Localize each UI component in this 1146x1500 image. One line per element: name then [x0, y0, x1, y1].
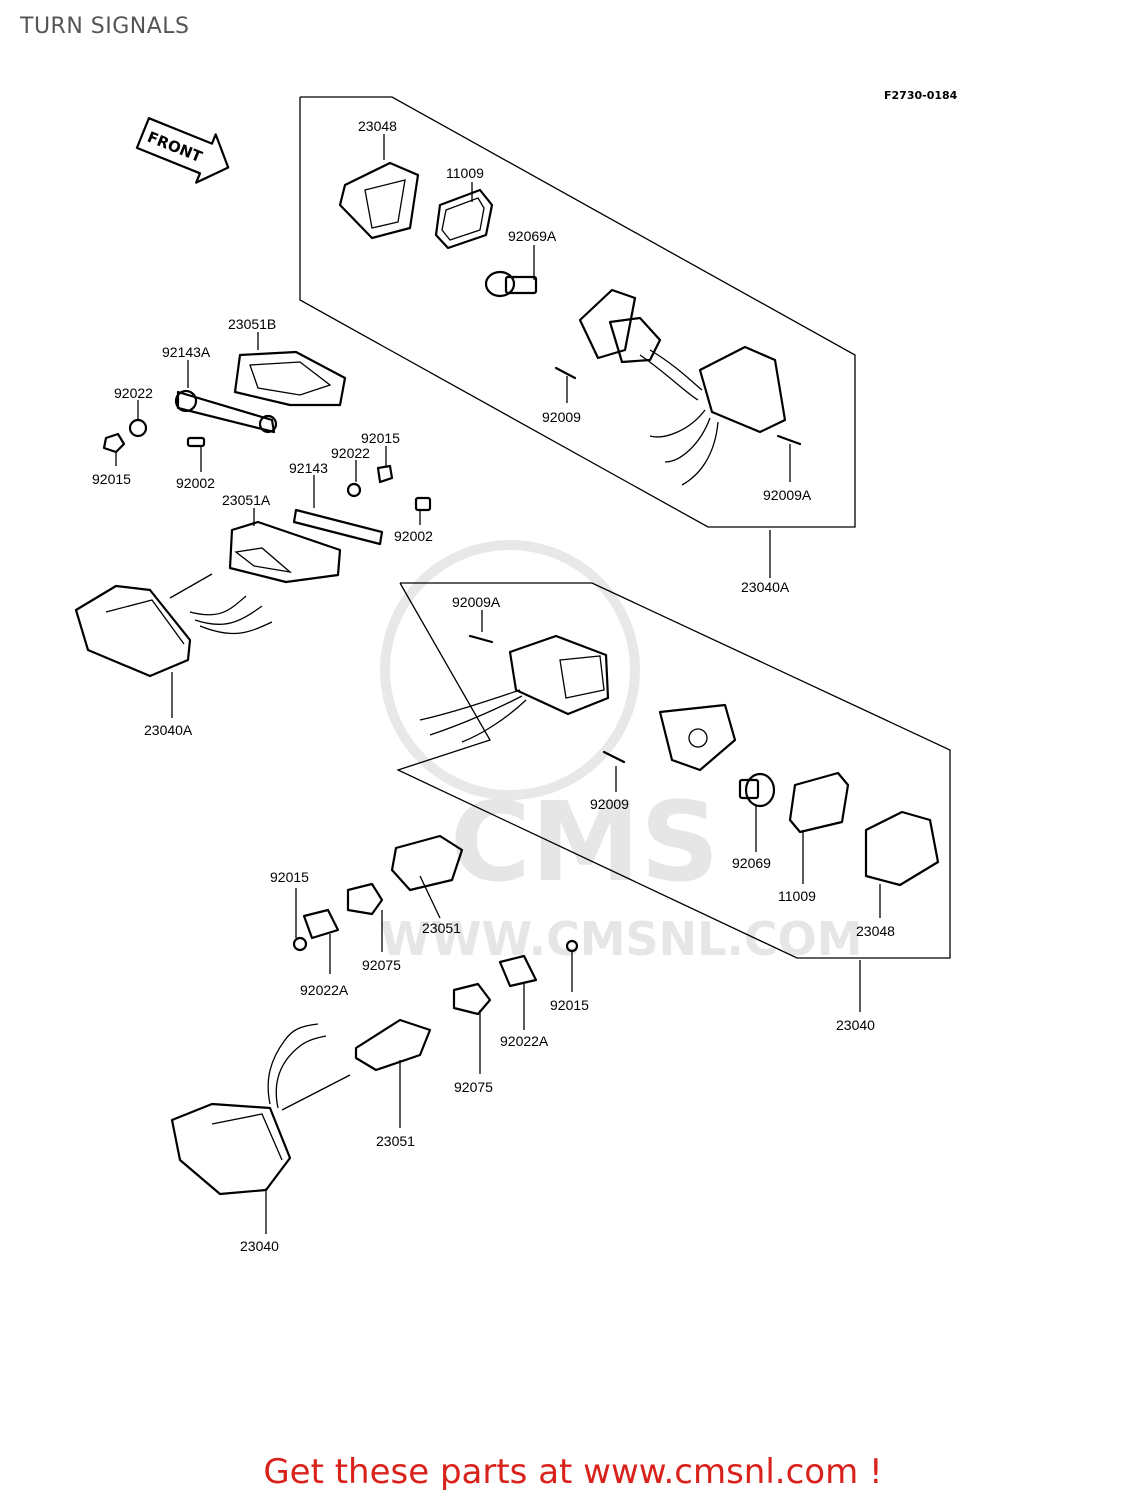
nut-part: [102, 432, 394, 484]
callout-92002: 92002: [394, 528, 433, 544]
plate-part-lower: [302, 908, 538, 988]
callout-23051: 23051: [376, 1133, 415, 1149]
callout-92022: 92022: [331, 445, 370, 461]
turn-signal-assembly-left-lower: [170, 1023, 351, 1196]
callout-92002: 92002: [176, 475, 215, 491]
callout-23048: 23048: [358, 118, 397, 134]
callout-23040A: 23040A: [144, 722, 193, 738]
callout-92009A: 92009A: [763, 487, 812, 503]
callout-92015: 92015: [270, 869, 309, 885]
callout-23040: 23040: [240, 1238, 279, 1254]
callout-11009: 11009: [778, 888, 816, 904]
watermark-brand: CMS: [450, 778, 719, 906]
gasket-part-lower: [788, 771, 850, 834]
rubber-sleeve-part: [354, 834, 464, 1072]
turn-signal-assembly-upper-right: [578, 288, 787, 486]
callout-92069: 92069: [732, 855, 771, 871]
shop-link[interactable]: Get these parts at www.cmsnl.com !: [263, 1452, 883, 1492]
callout-92009: 92009: [590, 796, 629, 812]
washer-part: [128, 418, 362, 498]
callout-23051A: 23051A: [222, 492, 271, 508]
page-title: TURN SIGNALS: [20, 14, 190, 39]
callout-92069A: 92069A: [508, 228, 557, 244]
callout-23051B: 23051B: [228, 316, 276, 332]
turn-signal-assembly-lower-right: [419, 634, 737, 772]
screw-part: [554, 366, 802, 446]
turn-signal-assembly-left-upper: [74, 573, 273, 678]
mount-bracket-part: [233, 350, 347, 407]
callout-92143A: 92143A: [162, 344, 211, 360]
callout-23048: 23048: [856, 923, 895, 939]
lens-cover-part-lower: [864, 810, 940, 887]
callout-23051: 23051: [422, 920, 461, 936]
bulb-part: [484, 270, 538, 298]
plate-part: [174, 389, 384, 546]
bolt-part: [186, 436, 432, 512]
group-outline-rear-right: [299, 96, 856, 528]
front-arrow-label: FRONT: [145, 128, 206, 166]
callout-23040A: 23040A: [741, 579, 790, 595]
callout-23040: 23040: [836, 1017, 875, 1033]
callout-92075: 92075: [454, 1079, 493, 1095]
gasket-part: [434, 188, 494, 250]
callout-92075: 92075: [362, 957, 401, 973]
callout-92009A: 92009A: [452, 594, 501, 610]
watermark: CMS WWW.CMSNL.COM: [380, 540, 863, 966]
lens-cover-part: [338, 161, 420, 240]
front-arrow-icon: FRONT: [135, 117, 230, 184]
callout-92015: 92015: [550, 997, 589, 1013]
figure-code: F2730-0184: [884, 89, 958, 102]
callout-92015: 92015: [361, 430, 400, 446]
grommet-part: [346, 882, 492, 1016]
watermark-site: WWW.CMSNL.COM: [380, 912, 863, 966]
callout-labels: 23048 11009 92069A 23051B 92143A 92022 9…: [92, 118, 895, 1254]
callout-92143: 92143: [289, 460, 328, 476]
group-outline-front-right: [396, 582, 951, 959]
callout-92022: 92022: [114, 385, 153, 401]
leader-lines: [115, 134, 881, 1234]
callout-92022A: 92022A: [500, 1033, 549, 1049]
callout-92009: 92009: [542, 409, 581, 425]
callout-92022A: 92022A: [300, 982, 349, 998]
bulb-part-lower: [738, 772, 776, 808]
mount-bracket-part-a: [228, 520, 342, 584]
callout-92015: 92015: [92, 471, 131, 487]
callout-11009: 11009: [446, 165, 484, 181]
